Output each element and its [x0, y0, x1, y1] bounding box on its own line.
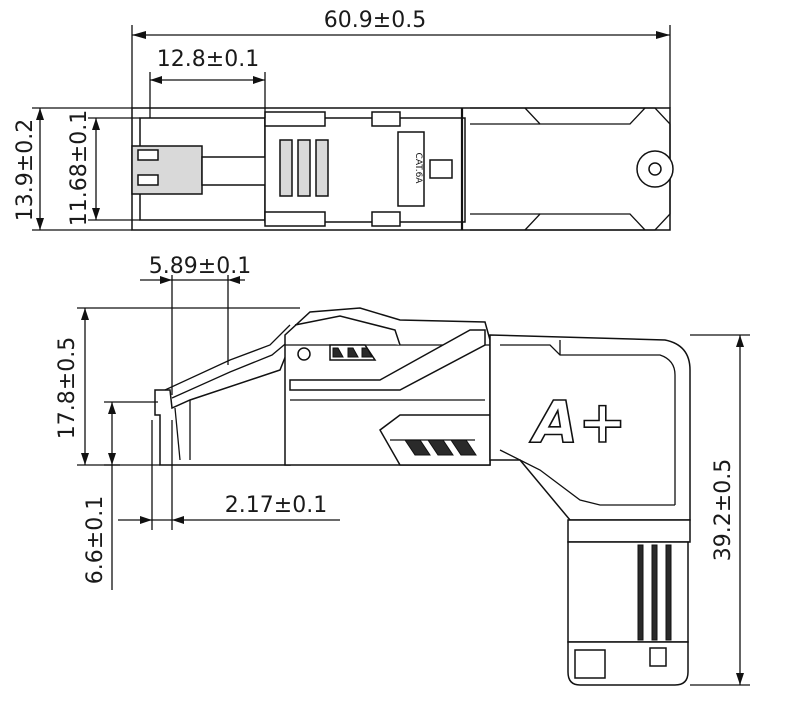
latch-offset-label: 5.89±0.1	[149, 254, 251, 279]
side-view: A+	[154, 307, 691, 686]
nose-thickness-label: 2.17±0.1	[225, 493, 327, 518]
overall-length-label: 60.9±0.5	[324, 8, 426, 33]
total-width-label: 13.9±0.2	[13, 119, 38, 221]
nose-height-label: 6.6±0.1	[83, 496, 108, 584]
overall-height-label: 39.2±0.5	[711, 459, 736, 561]
top-dimensions: 60.9±0.5 12.8±0.1 13.9±0.2 11.68±0.1	[13, 8, 671, 231]
plug-length-label: 12.8±0.1	[157, 47, 259, 72]
side-dimensions: 5.89±0.1 17.8±0.5 6.6±0.1 2.17±0.1 39.2±…	[55, 254, 750, 686]
front-height-label: 17.8±0.5	[55, 337, 80, 439]
plug-width-label: 11.68±0.1	[67, 110, 92, 226]
top-view: CAT.6A	[131, 107, 674, 231]
category-label: CAT.6A	[413, 153, 423, 185]
brand-logo: A+	[529, 388, 627, 456]
